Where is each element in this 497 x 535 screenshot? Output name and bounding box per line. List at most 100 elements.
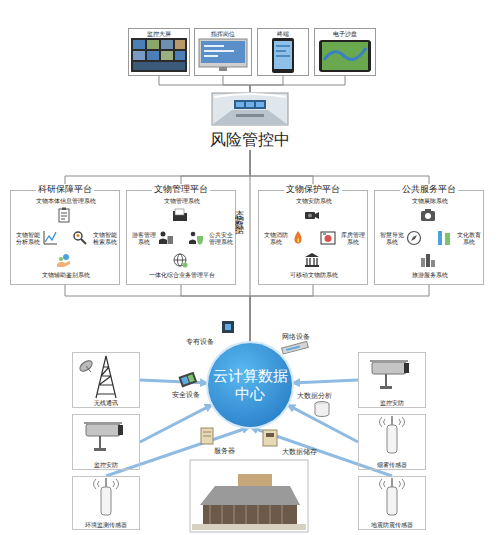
cloud-circle: 云计算数据中心 [208,343,292,427]
node-text: 文物管理平台 [152,184,210,195]
node-text: 电子沙盘 [315,30,375,38]
illustration-part [210,505,282,524]
node-text: 无线通讯 [73,399,139,406]
illustration-part [315,404,329,417]
node-text: 文物安防系统 [269,197,359,204]
system-item: 公共安全管理系统 [207,231,235,247]
illustration-part [282,341,309,354]
illustration-part [319,40,371,72]
connector-line [65,285,250,343]
node-text: 文物展陈系统 [385,197,475,204]
illustration-part [190,460,308,532]
illustration-part [131,38,187,72]
illustration-part [203,505,297,524]
system-item: 一体化综合业务管理平台 [137,271,227,280]
illustration-part [147,51,159,60]
illustration-part [199,39,247,67]
illustration-part [246,102,254,107]
node-text: 文物本体信息管理系统 [21,197,111,204]
illustration-part [192,524,306,530]
system-item: 文物展陈系统 [385,197,475,206]
sensor-images [78,356,409,515]
illustration-part [294,231,301,244]
node-text: 环境监测传感器 [73,521,139,528]
node-text: 监控安防 [73,461,139,468]
flow-arrow [292,380,358,383]
illustration-part [321,232,335,244]
sensor-box: 无线通讯 [72,352,140,408]
illustration-part [219,67,227,71]
illustration-part [147,40,159,49]
sensor-box: 环境监测传感器 [72,476,140,530]
illustration-part [305,253,319,267]
illustration-part [173,209,187,221]
node-text: 智慧导览系统 [378,231,406,245]
connector-line [159,76,250,92]
sensor-box: 地震防震传感器 [358,476,426,530]
component-label: 专有设备 [186,338,214,346]
node-text: 文物消防系统 [262,231,290,245]
node-text: 文物智能分析系统 [14,231,42,245]
component-label: 网络设备 [282,333,310,341]
node-text: 库房管理系统 [339,231,367,245]
illustration-part [236,102,244,107]
flow-arrow [287,405,358,442]
illustration-part [57,254,70,267]
illustration-part [276,46,290,56]
illustration-part [133,51,145,60]
illustration-part [178,372,197,388]
illustration-part [214,94,286,97]
system-item: 游客管理系统 [130,231,158,247]
platform-box: 科研保障平台文物本体信息管理系统文物智能分析系统文物智能检索系统文物辅助鉴别系统 [10,190,120,285]
illustration-part [161,40,173,49]
system-item: 可移动文物防系统 [269,271,359,280]
illustration-part [256,102,264,107]
illustration-part [94,478,119,515]
node-text: 风险管控中 [190,130,310,150]
node-text: 公共安全管理系统 [207,231,235,245]
sensor-box: 监控安防 [72,414,140,470]
node-text: 终端 [258,30,308,38]
illustration-part [274,41,292,69]
node-text: 游客管理系统 [130,231,158,245]
sensor-box: 烟雾传感器 [358,414,426,470]
node-text: 一体化综合业务管理平台 [137,271,227,278]
illustration-part [181,376,189,385]
node-text: 文物管理系统 [137,197,227,204]
illustration-part [201,41,245,63]
illustration-part [225,324,231,330]
illustration-part [408,232,421,245]
illustration-part [234,100,266,109]
illustration-part [212,110,288,125]
node-text: 云计算数据中心 [211,367,289,403]
illustration-part [272,38,294,73]
connector-line [250,76,345,92]
illustration-part [161,51,173,60]
illustration-part [238,474,272,488]
platform-box: 文物管理平台文物管理系统游客管理系统公共安全管理系统一体化综合业务管理平台 [126,190,236,285]
flow-arrow [140,380,208,383]
illustration-part [380,478,405,515]
illustration-part [204,46,234,56]
illustration-part [286,346,300,350]
illustration-part [370,361,409,389]
node-text: 文物保护平台 [284,184,342,195]
system-item: 文物消防系统 [262,231,290,247]
system-item: 旅游服务系统 [385,271,475,280]
illustration-part [84,423,123,451]
illustration-part [282,341,309,354]
component-label: 大数据储存 [282,448,317,456]
illustration-part [236,114,264,117]
illustration-part [96,356,116,398]
node-text: 烟雾传感器 [359,461,425,468]
illustration-part [212,93,288,125]
platform-box: 文物保护平台文物安防系统文物消防系统库房管理系统可移动文物防系统 [258,190,368,285]
illustration-part [322,42,368,70]
edge-label: 态势数据 [235,203,245,223]
node-text: 科研保障平台 [36,184,94,195]
display-box: 监控大屏 [128,28,190,76]
illustration-part [44,231,57,244]
illustration-part [438,231,450,245]
illustration-part [380,416,405,453]
